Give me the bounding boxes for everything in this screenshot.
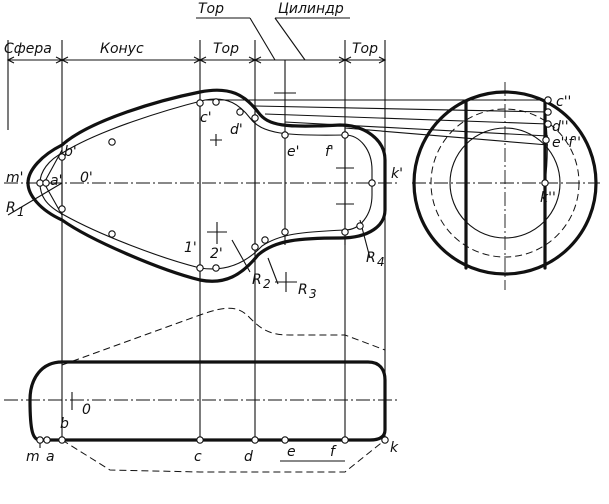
point-c1b: [212, 98, 220, 106]
point-d: [251, 436, 259, 444]
label-c: c: [194, 449, 202, 465]
label-r4-sub: 4: [377, 255, 385, 269]
label-d2: d'': [552, 119, 569, 135]
label-one1: 1': [184, 240, 197, 256]
point-d1: [251, 114, 259, 122]
label-k: k: [390, 440, 399, 456]
side-outer-circle: [412, 90, 598, 276]
label-r2-sub: 2: [263, 277, 271, 291]
point-low-f: [341, 228, 349, 236]
point-f: [341, 436, 349, 444]
side-dashed-circle: [430, 108, 580, 258]
top-view-points: [36, 436, 389, 444]
label-two1: 2': [210, 246, 223, 262]
point-a: [43, 436, 51, 444]
point-b1-low: [58, 205, 66, 213]
label-sfera: Сфера: [4, 41, 52, 57]
point-b1: [58, 153, 66, 161]
point-2p: [212, 264, 220, 272]
label-b: b: [60, 416, 69, 432]
label-f1: f': [325, 144, 334, 160]
side-inner-circle: [449, 127, 561, 239]
label-cilindr: Цилиндр: [278, 1, 344, 17]
label-tor-left: Тор: [213, 41, 239, 57]
label-a1: a': [50, 173, 62, 189]
label-r4: R: [366, 250, 376, 266]
label-e: e: [287, 444, 296, 460]
point-c: [196, 436, 204, 444]
point-f1: [341, 131, 349, 139]
point-m1: [36, 179, 44, 187]
label-d1: d': [230, 122, 243, 138]
label-k1: k': [391, 166, 403, 182]
top-outer-contour: [28, 360, 387, 442]
label-ef2: e''f'': [552, 135, 581, 151]
label-konus: Конус: [100, 41, 144, 57]
label-o: 0: [82, 402, 91, 418]
point-cone-bottom: [108, 230, 116, 238]
label-c2: c'': [556, 94, 571, 110]
label-r3-sub: 3: [309, 287, 317, 301]
point-low-d: [251, 243, 259, 251]
label-r1-sub: 1: [17, 205, 25, 219]
point-b: [58, 436, 66, 444]
side-view-points: [541, 96, 552, 187]
point-a1: [42, 179, 50, 187]
label-m1: m': [6, 170, 24, 186]
point-d2: [544, 120, 552, 128]
point-c1: [196, 99, 204, 107]
label-d: d: [244, 449, 253, 465]
label-r2: R: [252, 272, 262, 288]
side-view: [412, 82, 600, 290]
header-dimensions: [6, 17, 387, 440]
label-k2: k'': [540, 190, 556, 206]
label-c1: c': [200, 110, 212, 126]
point-e1: [281, 131, 289, 139]
label-b1: b': [64, 144, 77, 160]
front-view-points: [36, 98, 376, 272]
point-c2: [544, 96, 552, 104]
label-r3: R: [298, 282, 308, 298]
point-cone-top: [108, 138, 116, 146]
point-d1b: [236, 108, 244, 116]
top-view: [4, 307, 400, 473]
point-k2: [541, 179, 549, 187]
label-f: f: [330, 444, 337, 460]
label-tor-top: Тор: [198, 1, 224, 17]
point-low-e: [281, 228, 289, 236]
point-m: [36, 436, 44, 444]
label-r1: R: [6, 200, 16, 216]
point-1p: [196, 264, 204, 272]
label-e1: e': [287, 144, 299, 160]
label-a: a: [46, 449, 55, 465]
point-k1: [368, 179, 376, 187]
point-d2b: [544, 108, 552, 116]
point-low-f2: [356, 222, 364, 230]
label-m: m: [26, 449, 40, 465]
point-e: [281, 436, 289, 444]
point-ef2: [542, 136, 550, 144]
point-low-d2: [261, 236, 269, 244]
label-tor-right: Тор: [352, 41, 378, 57]
label-o1: 0': [80, 170, 93, 186]
point-k: [381, 436, 389, 444]
